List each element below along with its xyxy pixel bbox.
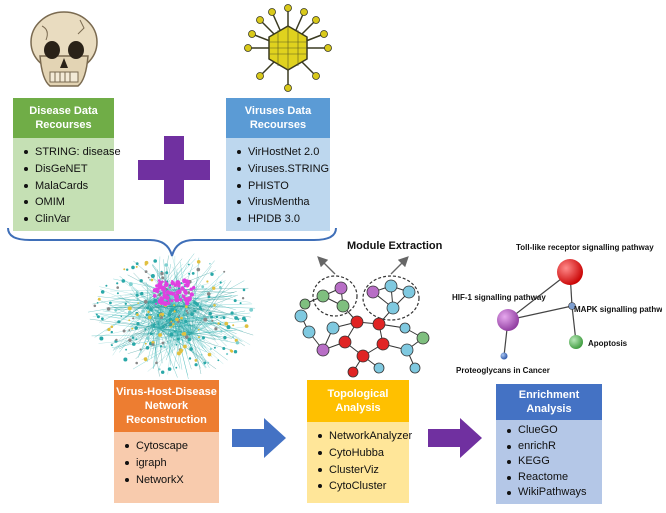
hif1-label: HIF-1 signalling pathway — [452, 293, 546, 302]
virus-icon — [244, 4, 332, 92]
enrichment-analysis-box: Enrichment Analysis ClueGO enrichR KEGG … — [496, 384, 602, 504]
network-graph-image — [88, 253, 256, 380]
proteoglycans-label: Proteoglycans in Cancer — [456, 366, 550, 375]
list-item: STRING: disease — [24, 144, 121, 161]
hif1-node — [497, 309, 519, 331]
hairball-edges — [88, 253, 256, 380]
list-item: MalaCards — [24, 178, 114, 195]
topology-box-header: Topological Analysis — [307, 380, 409, 422]
disease-resource-list: STRING: disease DisGeNET MalaCards OMIM … — [13, 138, 121, 228]
virus-box-body: VirHostNet 2.0 Viruses.STRING PHISTO Vir… — [226, 138, 330, 231]
network-reconstruction-box: Virus-Host-Disease Network Reconstructio… — [114, 380, 219, 503]
network-box-title-line1: Virus-Host-Disease — [116, 386, 217, 398]
mapk-node — [568, 302, 576, 310]
list-item: HPIDB 3.0 — [237, 211, 330, 228]
virus-data-box: Viruses Data Recourses VirHostNet 2.0 Vi… — [226, 98, 330, 231]
disease-box-title-line2: Recourses — [35, 119, 92, 131]
hairball-nodes — [93, 259, 254, 374]
list-item: enrichR — [507, 439, 602, 455]
topological-analysis-box: Topological Analysis NetworkAnalyzer Cyt… — [307, 380, 412, 503]
toll-like-label: Toll-like receptor signalling pathway — [516, 243, 654, 252]
network-box-body: Cytoscape igraph NetworkX — [114, 432, 219, 503]
disease-box-body: STRING: disease DisGeNET MalaCards OMIM … — [13, 138, 121, 231]
list-item: PHISTO — [237, 178, 330, 195]
disease-data-box: Disease Data Recourses STRING: disease D… — [13, 98, 121, 231]
network-box-title-line3: Reconstruction — [126, 414, 207, 426]
topology-box-body: NetworkAnalyzer CytoHubba ClusterViz Cyt… — [307, 422, 412, 503]
right-arrow-icon — [232, 418, 286, 458]
topology-box-title-line2: Analysis — [335, 402, 381, 414]
list-item: NetworkAnalyzer — [318, 428, 412, 445]
module-extraction-label: Module Extraction — [347, 240, 443, 252]
list-item: DisGeNET — [24, 161, 114, 178]
list-item: VirHostNet 2.0 — [237, 144, 330, 161]
list-item: igraph — [125, 455, 219, 472]
toll-like-node — [557, 259, 583, 285]
list-item: VirusMentha — [237, 194, 330, 211]
apoptosis-node — [569, 335, 583, 349]
proteoglycans-node — [500, 352, 508, 360]
pathway-enrichment-graph: Toll-like receptor signalling pathway HI… — [452, 243, 662, 375]
skull-icon — [30, 11, 98, 87]
network-box-header: Virus-Host-Disease Network Reconstructio… — [114, 380, 219, 432]
list-item: Reactome — [507, 470, 602, 486]
disease-box-title-line1: Disease Data — [29, 105, 98, 117]
list-item: NetworkX — [125, 472, 219, 489]
network-tool-list: Cytoscape igraph NetworkX — [114, 432, 219, 488]
disease-box-header: Disease Data Recourses — [13, 98, 114, 138]
virus-box-header: Viruses Data Recourses — [226, 98, 330, 138]
list-item: KEGG — [507, 454, 602, 470]
network-box-title-line2: Network — [144, 400, 189, 412]
right-arrow-icon — [428, 418, 482, 458]
enrichment-box-header: Enrichment Analysis — [496, 384, 602, 420]
virus-box-title-line1: Viruses Data — [244, 105, 312, 117]
list-item: CytoHubba — [318, 445, 409, 462]
enrichment-box-title-line2: Analysis — [526, 403, 572, 415]
list-item: ClusterViz — [318, 462, 409, 479]
enrichment-box-body: ClueGO enrichR KEGG Reactome WikiPathway… — [496, 420, 602, 504]
list-item: Viruses.STRING — [237, 161, 330, 178]
enrichment-tool-list: ClueGO enrichR KEGG Reactome WikiPathway… — [496, 420, 602, 501]
list-item: CytoCluster — [318, 478, 409, 495]
list-item: ClueGO — [507, 423, 602, 439]
list-item: Cytoscape — [125, 438, 219, 455]
virus-resource-list: VirHostNet 2.0 Viruses.STRING PHISTO Vir… — [226, 138, 330, 228]
list-item: ClinVar — [24, 211, 114, 228]
list-item: WikiPathways — [507, 485, 602, 501]
virus-box-title-line2: Recourses — [249, 119, 307, 131]
module-extraction-graph: Module Extraction — [294, 240, 443, 378]
apoptosis-label: Apoptosis — [588, 339, 628, 348]
topology-tool-list: NetworkAnalyzer CytoHubba ClusterViz Cyt… — [307, 422, 412, 495]
mapk-label: MAPK signalling pathway — [574, 305, 662, 314]
topology-box-title-line1: Topological — [327, 388, 389, 400]
enrichment-box-title-line1: Enrichment — [518, 389, 580, 401]
list-item: OMIM — [24, 194, 114, 211]
plus-icon — [138, 136, 210, 204]
